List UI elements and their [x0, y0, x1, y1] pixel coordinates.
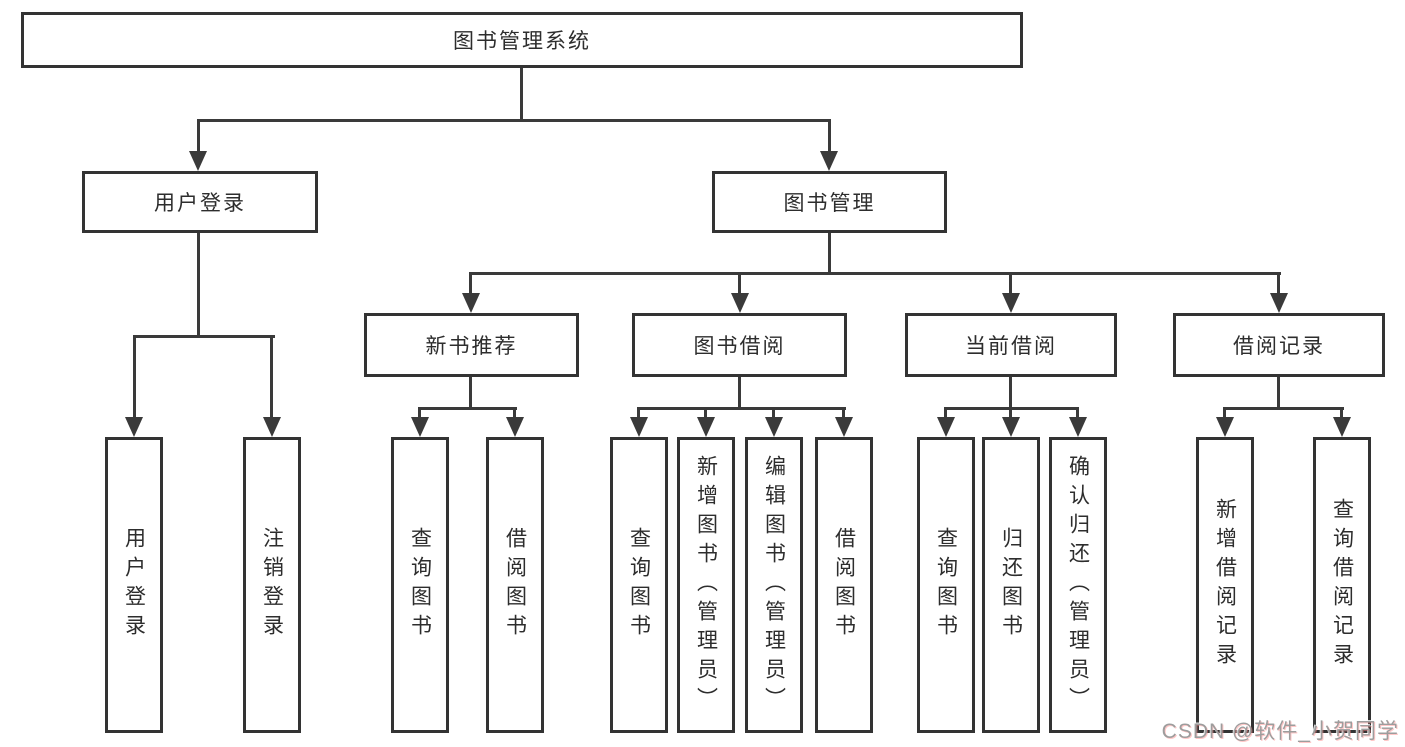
connector-line — [1223, 407, 1226, 420]
connector-line — [270, 335, 273, 419]
connector-line — [1223, 407, 1344, 410]
node-label: 注销登录 — [260, 527, 284, 643]
arrow-down-icon — [765, 417, 783, 437]
arrow-down-icon — [263, 417, 281, 437]
node-label: 查询图书 — [408, 527, 432, 643]
node-label: 归还图书 — [999, 527, 1023, 643]
connector-line — [513, 407, 516, 420]
connector-line — [1076, 407, 1079, 420]
connector-line — [637, 407, 640, 420]
leaf-query-books-current: 查询图书 — [917, 437, 975, 733]
connector-line — [828, 233, 831, 275]
connector-line — [469, 272, 1281, 275]
connector-line — [944, 407, 947, 420]
csdn-watermark: CSDN @软件_小贺同学 — [1161, 720, 1399, 743]
connector-line — [469, 272, 472, 296]
arrow-down-icon — [1270, 293, 1288, 313]
node-label: 查询图书 — [934, 527, 958, 643]
leaf-query-borrow-record: 查询借阅记录 — [1313, 437, 1371, 733]
node-label: 确认归还（管理员） — [1066, 454, 1090, 716]
connector-line — [418, 407, 421, 420]
arrow-down-icon — [506, 417, 524, 437]
connector-line — [704, 407, 707, 420]
node-label: 借阅图书 — [832, 527, 856, 643]
node-label: 新增借阅记录 — [1213, 498, 1237, 672]
node-label: 查询图书 — [627, 527, 651, 643]
arrow-down-icon — [1002, 417, 1020, 437]
leaf-confirm-return-admin: 确认归还（管理员） — [1049, 437, 1107, 733]
arrow-down-icon — [462, 293, 480, 313]
node-label: 图书借阅 — [693, 335, 786, 358]
node-label: 图书管理 — [783, 192, 876, 215]
leaf-borrow-books: 借阅图书 — [815, 437, 873, 733]
leaf-edit-books-admin: 编辑图书（管理员） — [745, 437, 803, 733]
leaf-borrow-books-recommend: 借阅图书 — [486, 437, 544, 733]
arrow-down-icon — [630, 417, 648, 437]
connector-line — [738, 272, 741, 296]
connector-line — [520, 68, 523, 121]
node-label: 借阅记录 — [1233, 335, 1325, 358]
connector-line — [469, 377, 472, 410]
node-label: 当前借阅 — [965, 335, 1057, 358]
arrow-down-icon — [731, 293, 749, 313]
arrow-down-icon — [1002, 293, 1020, 313]
node-library-system: 图书管理系统 — [21, 12, 1023, 68]
connector-line — [828, 119, 831, 152]
connector-line — [133, 335, 275, 338]
leaf-logout: 注销登录 — [243, 437, 301, 733]
connector-line — [1009, 377, 1012, 410]
arrow-down-icon — [697, 417, 715, 437]
arrow-down-icon — [835, 417, 853, 437]
arrow-down-icon — [125, 417, 143, 437]
node-label: 新书推荐 — [425, 335, 518, 358]
node-current-borrowing: 当前借阅 — [905, 313, 1117, 377]
connector-line — [197, 119, 831, 122]
connector-line — [1009, 272, 1012, 296]
node-book-borrowing: 图书借阅 — [632, 313, 847, 377]
node-label: 图书管理系统 — [453, 30, 591, 53]
arrow-down-icon — [1333, 417, 1351, 437]
connector-line — [738, 377, 741, 410]
connector-line — [1340, 407, 1343, 420]
arrow-down-icon — [411, 417, 429, 437]
node-label: 用户登录 — [122, 527, 146, 643]
connector-line — [418, 407, 517, 410]
arrow-down-icon — [937, 417, 955, 437]
node-book-management: 图书管理 — [712, 171, 947, 233]
node-borrow-records: 借阅记录 — [1173, 313, 1385, 377]
arrow-down-icon — [189, 151, 207, 171]
connector-line — [1277, 272, 1280, 296]
connector-line — [133, 335, 136, 419]
connector-line — [772, 407, 775, 420]
leaf-user-login: 用户登录 — [105, 437, 163, 733]
connector-line — [1277, 377, 1280, 410]
leaf-query-books-recommend: 查询图书 — [391, 437, 449, 733]
connector-line — [1009, 407, 1012, 420]
leaf-query-books-borrow: 查询图书 — [610, 437, 668, 733]
node-new-book-recommend: 新书推荐 — [364, 313, 579, 377]
node-user-login: 用户登录 — [82, 171, 318, 233]
arrow-down-icon — [820, 151, 838, 171]
arrow-down-icon — [1216, 417, 1234, 437]
leaf-add-borrow-record: 新增借阅记录 — [1196, 437, 1254, 733]
node-label: 查询借阅记录 — [1330, 498, 1354, 672]
arrow-down-icon — [1069, 417, 1087, 437]
node-label: 用户登录 — [154, 192, 246, 215]
connector-line — [842, 407, 845, 420]
node-label: 编辑图书（管理员） — [762, 454, 786, 716]
connector-line — [197, 119, 200, 152]
leaf-return-books: 归还图书 — [982, 437, 1040, 733]
node-label: 借阅图书 — [503, 527, 527, 643]
connector-line — [197, 233, 200, 338]
leaf-add-books-admin: 新增图书（管理员） — [677, 437, 735, 733]
connector-line — [637, 407, 846, 410]
node-label: 新增图书（管理员） — [694, 454, 718, 716]
